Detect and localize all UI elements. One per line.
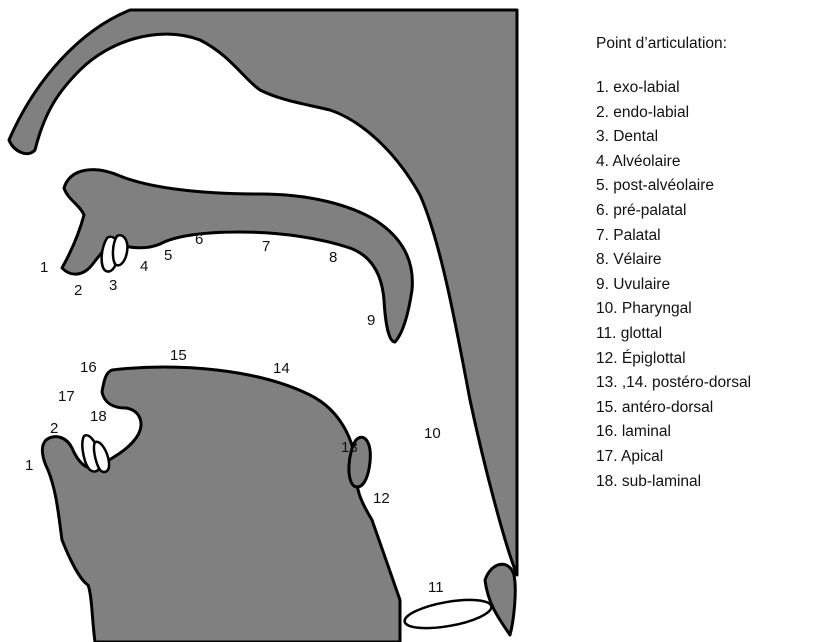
legend-item: 6. pré-palatal [596, 199, 836, 224]
legend-item: 9. Uvulaire [596, 273, 836, 298]
legend-list: 1. exo-labial 2. endo-labial 3. Dental 4… [596, 76, 836, 494]
label-postero-dorsal-13: 13 [341, 439, 358, 456]
label-lower-lip: 1 [25, 457, 33, 474]
legend-item: 7. Palatal [596, 224, 836, 249]
legend-item: 16. laminal [596, 420, 836, 445]
label-velar: 8 [329, 249, 337, 266]
label-apical: 17 [58, 388, 75, 405]
upper-incisor-back [113, 235, 127, 265]
legend-item: 18. sub-laminal [596, 470, 836, 495]
label-pre-palatal: 6 [195, 231, 203, 248]
label-antero-dorsal: 15 [170, 347, 187, 364]
label-glottal: 11 [428, 579, 444, 596]
legend-item: 17. Apical [596, 445, 836, 470]
legend-item: 13. ,14. postéro-dorsal [596, 371, 836, 396]
legend-item: 3. Dental [596, 125, 836, 150]
legend-item: 4. Alvéolaire [596, 150, 836, 175]
label-upper-lip: 1 [40, 259, 48, 276]
legend-item: 15. antéro-dorsal [596, 396, 836, 421]
arytenoid-shape [485, 564, 515, 635]
label-pharyngal: 10 [424, 425, 441, 442]
label-upper-lip-inner: 2 [74, 282, 82, 299]
legend-item: 10. Pharyngal [596, 297, 836, 322]
label-epiglottal: 12 [373, 490, 390, 507]
label-post-alveolar: 5 [164, 247, 172, 264]
label-palatal: 7 [262, 238, 270, 255]
label-postero-dorsal-14: 14 [273, 360, 290, 377]
legend-item: 5. post-alvéolaire [596, 174, 836, 199]
vocal-tract-diagram: 1 2 3 4 5 6 7 8 9 10 11 12 13 14 15 16 1… [0, 0, 560, 642]
legend-item: 11. glottal [596, 322, 836, 347]
glottis-shape [403, 595, 494, 634]
legend: Point d’articulation: 1. exo-labial 2. e… [596, 34, 836, 494]
legend-item: 8. Vélaire [596, 248, 836, 273]
label-uvular: 9 [367, 312, 375, 329]
legend-title: Point d’articulation: [596, 34, 836, 54]
label-laminal: 16 [80, 359, 97, 376]
label-sub-laminal: 18 [90, 408, 107, 425]
legend-item: 12. Épiglottal [596, 347, 836, 372]
label-alveolar: 4 [140, 258, 148, 275]
label-lower-lip-inner: 2 [50, 420, 58, 437]
legend-item: 1. exo-labial [596, 76, 836, 101]
legend-item: 2. endo-labial [596, 101, 836, 126]
label-upper-teeth: 3 [109, 277, 117, 294]
